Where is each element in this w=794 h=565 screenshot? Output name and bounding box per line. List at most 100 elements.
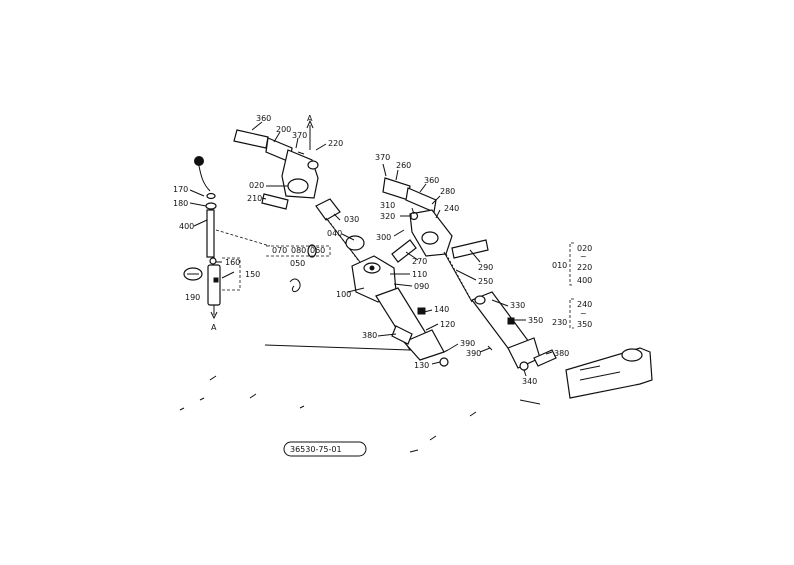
- arrow-a-top: [306, 119, 314, 129]
- label-240: 240: [444, 204, 459, 213]
- part-370-clip: [297, 151, 305, 155]
- part-290-pin: [451, 239, 489, 259]
- lever-assembly: [183, 156, 271, 320]
- part-270-pin: [391, 239, 417, 263]
- background-fragments: [179, 344, 653, 453]
- label-380-left: 380: [362, 331, 377, 340]
- part-050-spring-clip: [289, 278, 301, 293]
- label-050: 050: [290, 259, 305, 268]
- leader-lines: [189, 121, 553, 377]
- lever-collar: [205, 202, 217, 210]
- part-030-sleeve: [315, 198, 341, 221]
- bracket-070-060: [266, 245, 331, 257]
- group-230-bracket: [569, 298, 574, 329]
- label-140: 140: [434, 305, 449, 314]
- center-column: [266, 198, 449, 367]
- label-300: 300: [376, 233, 391, 242]
- lever-washer: [206, 192, 216, 200]
- group-230-tilde: ~: [580, 309, 587, 318]
- cylinder-bracket-left: [233, 119, 319, 210]
- part-110-pin: [369, 265, 375, 271]
- label-320: 320: [380, 212, 395, 221]
- group-010-label: 010: [552, 261, 567, 270]
- label-390-upper: 390: [460, 339, 475, 348]
- label-270: 270: [412, 257, 427, 266]
- label-340: 340: [522, 377, 537, 386]
- link-to-070: [215, 229, 271, 247]
- label-370: 370: [292, 131, 307, 140]
- lever-knob: [194, 156, 204, 166]
- label-220: 220: [328, 139, 343, 148]
- label-020: 020: [249, 181, 264, 190]
- part-340-nipple: [519, 361, 529, 371]
- label-a-top: A: [307, 114, 313, 123]
- spring-coils: [327, 219, 359, 261]
- lever-housing: [207, 264, 221, 306]
- label-260: 260: [396, 161, 411, 170]
- part-330-cap: [474, 295, 486, 305]
- group-010-item-020: 020: [577, 244, 592, 253]
- label-060: 060: [310, 246, 325, 255]
- label-100: 100: [336, 290, 351, 299]
- part-220-bushing: [307, 160, 319, 170]
- label-330: 330: [510, 301, 525, 310]
- label-110: 110: [412, 270, 427, 279]
- axle-hub: [621, 348, 643, 362]
- label-130: 130: [414, 361, 429, 370]
- frame-rail: [264, 344, 411, 351]
- group-230-item-240: 240: [577, 300, 592, 309]
- label-360-right: 360: [424, 176, 439, 185]
- label-160: 160: [225, 258, 240, 267]
- part-labels: 360 200 370 A 220 170 180 020 210 400 03…: [173, 114, 592, 454]
- label-360: 360: [256, 114, 271, 123]
- label-310: 310: [380, 201, 395, 210]
- label-150: 150: [245, 270, 260, 279]
- part-040-nut: [345, 235, 365, 251]
- group-010-item-220: 220: [577, 263, 592, 272]
- group-230-item-350: 350: [577, 320, 592, 329]
- label-180: 180: [173, 199, 188, 208]
- label-380-right: 380: [554, 349, 569, 358]
- label-120: 120: [440, 320, 455, 329]
- lever-shaft: [206, 209, 215, 258]
- lever-bolt: [213, 277, 219, 283]
- arrow-a-bottom: [210, 311, 218, 320]
- label-030: 030: [344, 215, 359, 224]
- part-240-eye: [421, 231, 439, 245]
- label-210: 210: [247, 194, 262, 203]
- label-390-lower: 390: [466, 349, 481, 358]
- label-080: 080: [291, 246, 306, 255]
- part-390-clip-left: [443, 349, 449, 353]
- label-070: 070: [272, 246, 287, 255]
- axle-detail: [579, 365, 621, 381]
- cylinder-assembly-right: [382, 177, 557, 371]
- drawing-number: 36530-75-01: [290, 445, 342, 454]
- part-130-nipple: [439, 357, 449, 367]
- label-090: 090: [414, 282, 429, 291]
- label-a-bottom: A: [211, 323, 217, 332]
- label-190: 190: [185, 293, 200, 302]
- label-170: 170: [173, 185, 188, 194]
- part-080-bolt: [307, 244, 317, 258]
- spring-coils-right: [445, 253, 471, 299]
- part-210-pin: [261, 193, 289, 210]
- part-350-grease: [507, 317, 515, 325]
- drawing-number-frame: [283, 441, 367, 457]
- part-380-pin-left: [391, 325, 413, 345]
- group-legend: [283, 242, 574, 457]
- part-360-rod: [233, 129, 269, 149]
- part-360-rod-right: [405, 187, 437, 213]
- part-140-grease: [417, 307, 426, 315]
- label-200: 200: [276, 125, 291, 134]
- part-020-eye: [287, 178, 309, 194]
- group-010-item-400: 400: [577, 276, 592, 285]
- lever-pin: [209, 257, 217, 265]
- group-230-label: 230: [552, 318, 567, 327]
- label-370-right: 370: [375, 153, 390, 162]
- label-250: 250: [478, 277, 493, 286]
- part-380-pin-right: [533, 349, 557, 367]
- group-010-bracket: [569, 242, 574, 286]
- label-350: 350: [528, 316, 543, 325]
